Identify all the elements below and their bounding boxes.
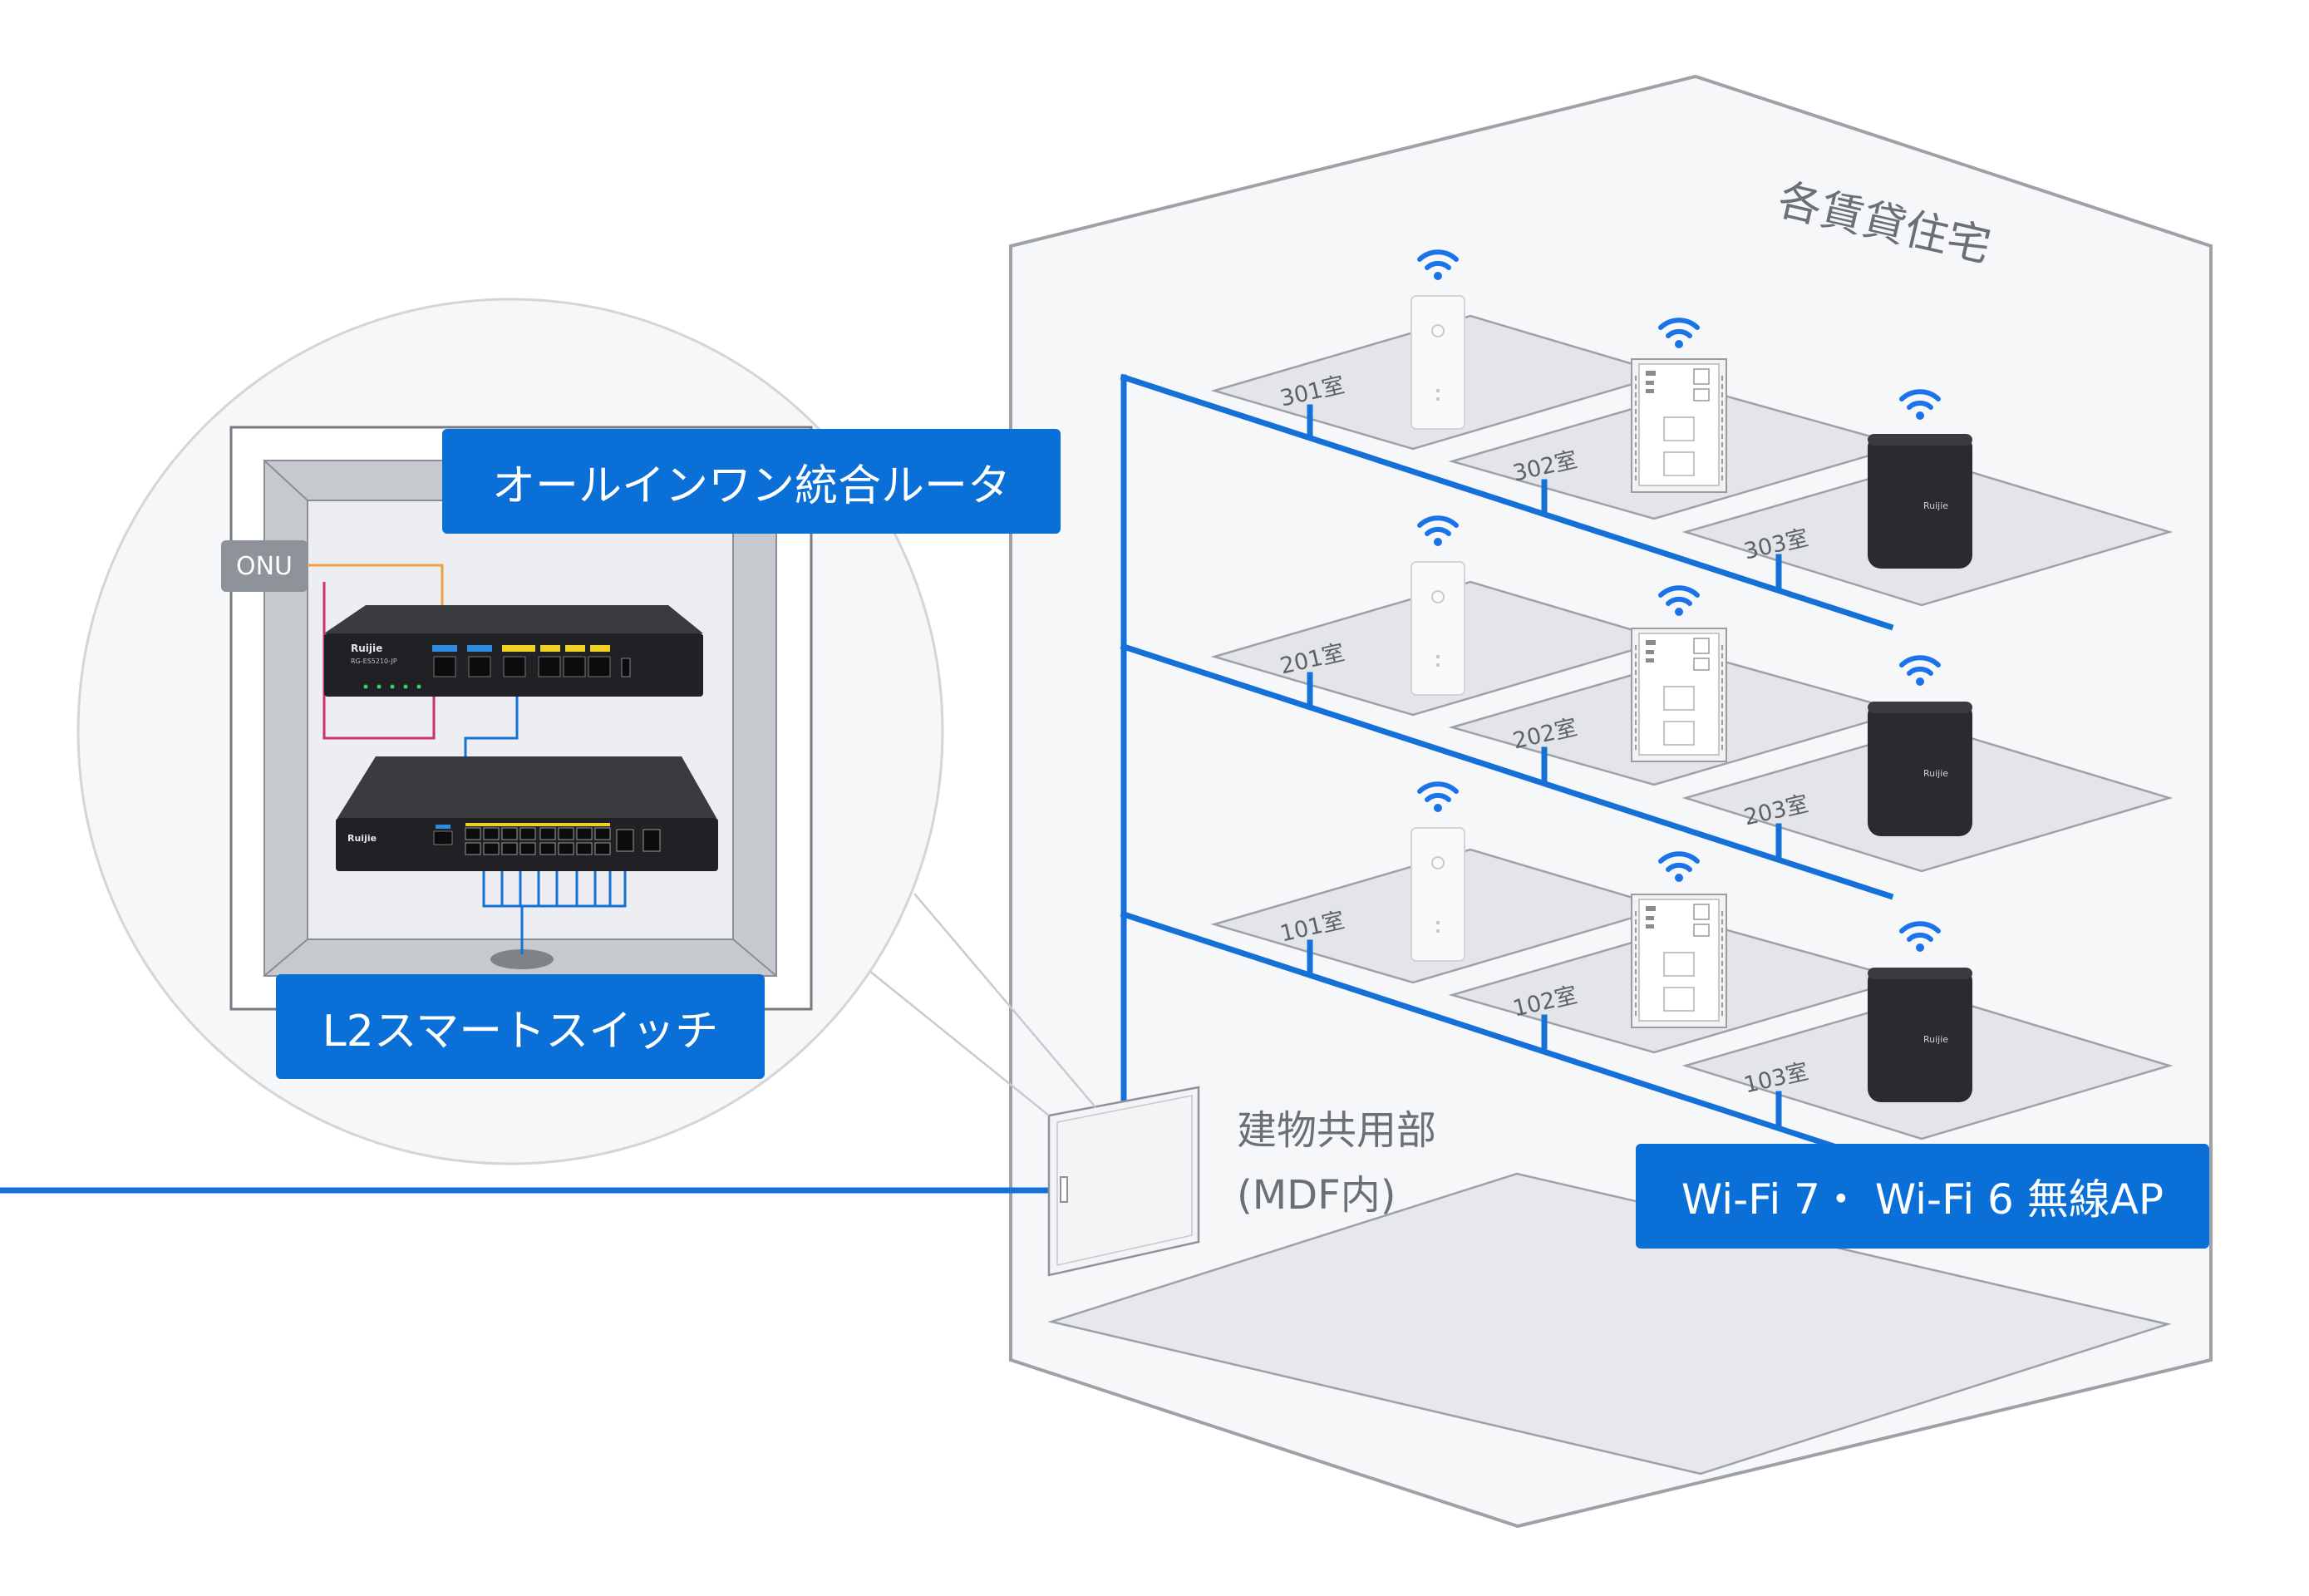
router-device: Ruijie RG-ES5210-JP: [324, 605, 703, 697]
panel-ap-icon: [1631, 358, 1727, 493]
desk-ap-icon: [1868, 434, 1972, 569]
desk-ap-icon: [1868, 968, 1972, 1102]
cabinet-cabling: [308, 564, 627, 954]
mdf-cabinet: [1047, 1086, 1200, 1277]
desk-ap-icon: [1868, 702, 1972, 836]
mdf-label-line1: 建物共用部: [1237, 1107, 1437, 1154]
router-label: オールインワン統合ルータ: [442, 429, 1061, 534]
switch-brand-text: Ruijie: [347, 833, 377, 844]
router-model-text: RG-ES5210-JP: [351, 658, 397, 665]
switch-label: L2スマートスイッチ: [276, 974, 765, 1079]
mdf-label-line2: (MDF内): [1237, 1172, 1396, 1219]
wall-ap-icon: [1411, 561, 1465, 696]
wall-ap-icon: [1411, 827, 1465, 962]
panel-ap-icon: [1631, 628, 1727, 762]
wall-ap-icon: [1411, 295, 1465, 430]
building-cabling: [0, 373, 1894, 1194]
switch-device: Ruijie: [336, 756, 718, 871]
onu-label: ONU: [221, 540, 308, 592]
ap-label: Wi-Fi 7・ Wi-Fi 6 無線AP: [1636, 1144, 2209, 1249]
router-brand-text: Ruijie: [351, 643, 382, 654]
panel-ap-icon: [1631, 894, 1727, 1028]
